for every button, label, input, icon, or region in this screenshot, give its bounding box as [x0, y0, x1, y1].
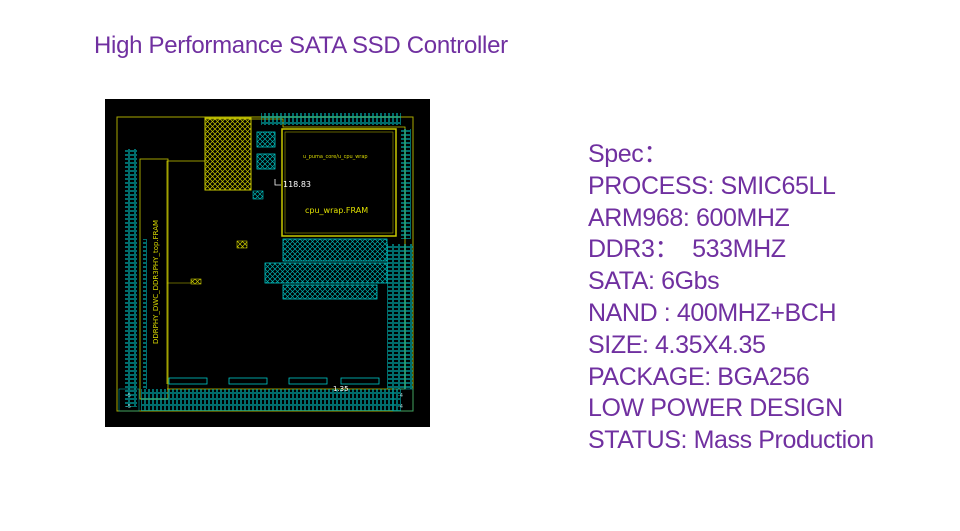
- spec-size: SIZE: 4.35X4.35: [588, 330, 766, 359]
- cache-row-3: [282, 284, 378, 300]
- bottom-label: 1.35: [333, 385, 349, 393]
- corner-br: [392, 388, 414, 412]
- dimension-label: 118.83: [283, 180, 311, 189]
- corner-label-2: -4: [398, 393, 403, 399]
- corner-bl: [118, 388, 140, 412]
- spec-process: PROCESS: SMIC65LL: [588, 171, 836, 200]
- spec-sata: SATA: 6Gbs: [588, 267, 720, 296]
- bottom-macro-2: [228, 377, 268, 385]
- spec-heading: Spec：: [588, 140, 668, 168]
- spec-power: LOW POWER DESIGN: [588, 394, 843, 423]
- dimension-marker: [274, 179, 281, 186]
- marker-2: [190, 278, 202, 285]
- macro-1: [256, 131, 276, 148]
- left-io-ring: [125, 149, 137, 407]
- sram-block: [204, 117, 252, 191]
- bottom-io-row: [141, 389, 401, 411]
- right-io-bottom: [387, 244, 413, 389]
- top-io-row: [261, 113, 401, 125]
- marker-1: [236, 240, 248, 249]
- cache-row-1: [282, 238, 388, 262]
- corner-label-1: -5: [126, 393, 131, 399]
- bottom-macro-1: [168, 377, 208, 385]
- cpu-block-label: cpu_wrap.FRAM: [305, 206, 368, 215]
- chip-layout-drawing: 118.83 u_puma_core/u_cpu_wrap cpu_wrap.F…: [116, 113, 414, 412]
- cpu-block: [281, 128, 397, 237]
- macro-2: [256, 153, 276, 170]
- bottom-macro-4: [340, 377, 380, 385]
- spec-arm: ARM968: 600MHZ: [588, 203, 790, 232]
- cpu-sub-label: u_puma_core/u_cpu_wrap: [303, 154, 368, 160]
- spec-list: Spec： PROCESS: SMIC65LL ARM968: 600MHZ D…: [588, 139, 874, 457]
- ddr-phy-label: DDRPHY_DWC_DDR3PHY_top.FRAM: [152, 220, 160, 344]
- corner-label-3: -5: [126, 404, 131, 410]
- bottom-macro-3: [288, 377, 328, 385]
- spec-ddr3: DDR3： 533MHZ: [588, 235, 786, 264]
- cpu-inner-block: [284, 131, 394, 234]
- spec-nand: NAND : 400MHZ+BCH: [588, 298, 837, 327]
- corner-label-4: -4: [398, 404, 403, 410]
- page-title: High Performance SATA SSD Controller: [94, 32, 508, 59]
- macro-3: [252, 190, 264, 200]
- cache-row-2: [264, 262, 388, 284]
- right-io-top: [401, 129, 411, 239]
- chip-layout-image: 118.83 u_puma_core/u_cpu_wrap cpu_wrap.F…: [105, 99, 430, 427]
- spec-package: PACKAGE: BGA256: [588, 362, 810, 391]
- ddr-phy-cells: [143, 239, 147, 389]
- spec-status: STATUS: Mass Production: [588, 426, 874, 455]
